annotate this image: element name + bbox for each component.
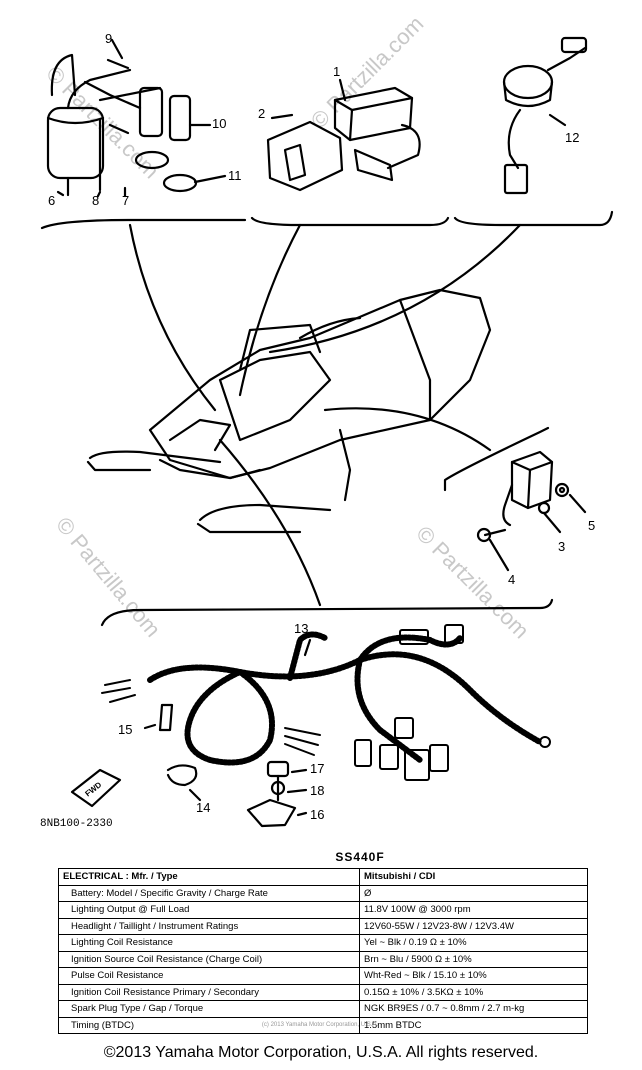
spec-label: Headlight / Taillight / Instrument Ratin… xyxy=(58,917,360,935)
spec-row: Ignition Coil Resistance Primary / Secon… xyxy=(58,983,588,1001)
spec-value: Ø xyxy=(359,884,588,902)
spec-header-value: Mitsubishi / CDI xyxy=(359,868,588,886)
wire-switch-to-body xyxy=(268,223,522,354)
voltage-regulator xyxy=(476,450,570,543)
spec-value: NGK BR9ES / 0.7 ~ 0.8mm / 2.7 m-kg xyxy=(359,1000,588,1018)
callout-12: 12 xyxy=(565,130,579,145)
spec-table: ELECTRICAL : Mfr. / Type Mitsubishi / CD… xyxy=(58,868,588,1034)
fwd-label: FWD xyxy=(83,780,103,798)
top-center-bracket xyxy=(250,216,450,227)
callout-5: 5 xyxy=(588,518,595,533)
main-switch xyxy=(502,36,588,195)
spec-label: Ignition Coil Resistance Primary / Secon… xyxy=(58,983,360,1001)
fasteners xyxy=(158,703,297,828)
spec-row: Headlight / Taillight / Instrument Ratin… xyxy=(58,917,588,935)
spec-value: 1.5mm BTDC xyxy=(359,1016,588,1034)
copyright-notice: ©2013 Yamaha Motor Corporation, U.S.A. A… xyxy=(103,1044,539,1061)
right-bracket xyxy=(443,426,550,492)
callout-3: 3 xyxy=(558,539,565,554)
spec-label: Lighting Coil Resistance xyxy=(58,934,360,952)
wire-regulator-to-body xyxy=(323,407,492,452)
spec-row: Lighting Coil Resistance Yel ~ Blk / 0.1… xyxy=(58,934,588,952)
spec-row: Timing (BTDC) 1.5mm BTDC xyxy=(58,1016,588,1034)
spec-value: Wht-Red ~ Blk / 15.10 ± 10% xyxy=(359,967,588,985)
callout-11: 11 xyxy=(228,168,242,183)
callout-17: 17 xyxy=(310,761,324,776)
spec-value: 12V60-55W / 12V23-8W / 12V3.4W xyxy=(359,917,588,935)
callout-9: 9 xyxy=(105,31,112,46)
spec-label: Pulse Coil Resistance xyxy=(58,967,360,985)
top-left-bracket xyxy=(40,218,247,230)
fwd-arrow xyxy=(70,768,122,808)
spec-value: Brn ~ Blu / 5900 Ω ± 10% xyxy=(359,950,588,968)
spec-row: Battery: Model / Specific Gravity / Char… xyxy=(58,884,588,902)
callout-7: 7 xyxy=(122,193,129,208)
callout-15: 15 xyxy=(118,722,132,737)
spec-row: Pulse Coil Resistance Wht-Red ~ Blk / 15… xyxy=(58,967,588,985)
callout-8: 8 xyxy=(92,193,99,208)
spec-label: Ignition Source Coil Resistance (Charge … xyxy=(58,950,360,968)
callout-18: 18 xyxy=(310,783,324,798)
top-right-bracket xyxy=(453,210,614,227)
callout-1: 1 xyxy=(333,64,340,79)
spec-label: Lighting Output @ Full Load xyxy=(58,901,360,919)
wire-cdi-to-body xyxy=(238,223,302,397)
part-code: 8NB100-2330 xyxy=(40,818,113,830)
callout-13: 13 xyxy=(294,621,308,636)
spec-value: Yel ~ Blk / 0.19 Ω ± 10% xyxy=(359,934,588,952)
spec-label: Battery: Model / Specific Gravity / Char… xyxy=(58,884,360,902)
spec-value: 11.8V 100W @ 3000 rpm xyxy=(359,901,588,919)
watermark-middle-right: © Partzilla.com xyxy=(411,521,534,644)
cdi-unit-and-rectifier xyxy=(266,78,421,192)
spec-value: 0.15Ω ± 10% / 3.5KΩ ± 10% xyxy=(359,983,588,1001)
harness-connectors xyxy=(101,624,551,781)
callout-14: 14 xyxy=(196,800,210,815)
callout-10: 10 xyxy=(212,116,226,131)
fine-print: (c) 2013 Yamaha Motor Corporation, U.S.A… xyxy=(261,1022,379,1028)
harness-bracket xyxy=(100,598,554,627)
wire-harness xyxy=(147,631,543,766)
watermark-middle-left: © Partzilla.com xyxy=(51,512,165,642)
spec-row: Spark Plug Type / Gap / Torque NGK BR9ES… xyxy=(58,1000,588,1018)
wire-harness-to-body xyxy=(218,438,322,607)
spec-header-label: ELECTRICAL : Mfr. / Type xyxy=(58,868,360,886)
wire-coil-to-body xyxy=(128,223,217,412)
spec-header-row: ELECTRICAL : Mfr. / Type Mitsubishi / CD… xyxy=(58,868,588,886)
spec-row: Lighting Output @ Full Load 11.8V 100W @… xyxy=(58,901,588,919)
spec-row: Ignition Source Coil Resistance (Charge … xyxy=(58,950,588,968)
callout-16: 16 xyxy=(310,807,324,822)
spec-table-title: SS440F xyxy=(335,850,385,864)
callout-2: 2 xyxy=(258,106,265,121)
callout-4: 4 xyxy=(508,572,515,587)
ignition-coil-assembly xyxy=(46,53,198,197)
snowmobile-body xyxy=(86,288,492,534)
callout-6: 6 xyxy=(48,193,55,208)
spec-label: Spark Plug Type / Gap / Torque xyxy=(58,1000,360,1018)
